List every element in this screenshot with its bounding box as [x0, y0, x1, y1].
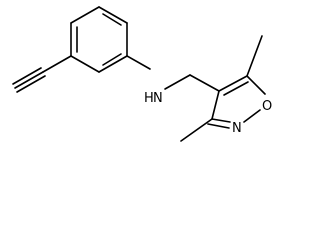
- methyl-groups: [180, 35, 263, 142]
- ethynyl-triple-bond-3: [16, 75, 46, 93]
- c5-methyl-bond: [246, 35, 263, 77]
- methylene-ring-bond: [189, 74, 220, 92]
- nitrogen-methylene-bond: [164, 74, 191, 90]
- isoxazole-n-c3-double: [207, 123, 230, 129]
- c3-methyl-bond: [180, 118, 213, 142]
- aryl-nitrogen-bond: [126, 55, 151, 70]
- isoxazole-c4-c5-bond: [218, 75, 248, 92]
- isoxazole-oxygen-label: O: [262, 99, 272, 114]
- amine-nitrogen-label: N: [153, 91, 163, 106]
- ethynyl-triple-bond-2: [12, 67, 42, 85]
- isoxazole-n-c3-bond: [211, 118, 231, 123]
- isoxazole-nitrogen-label: N: [232, 121, 242, 136]
- amine-linker: H N: [126, 55, 220, 106]
- isoxazole-c5-o-bond: [246, 75, 266, 95]
- chemical-structure-diagram: H N O N: [12, 6, 272, 142]
- isoxazole-c3-c4-bond: [211, 90, 220, 120]
- ethynyl-triple-bond-1: [14, 71, 44, 89]
- benzene-bond-1: [98, 6, 128, 24]
- ethynyl-single-bond: [42, 55, 72, 73]
- isoxazole-c4-c5-double: [223, 81, 249, 96]
- amine-hydrogen-label: H: [144, 91, 154, 106]
- ethynyl-group: [12, 55, 72, 93]
- benzene-bond-3: [98, 55, 128, 73]
- benzene-bond-6: [70, 6, 100, 24]
- benzene-ring: [70, 6, 128, 73]
- isoxazole-ring: O N: [207, 75, 272, 136]
- isoxazole-o-n-bond: [243, 109, 261, 123]
- benzene-double-bond-2: [102, 53, 122, 66]
- benzene-double-bond-1: [102, 13, 122, 26]
- benzene-bond-4: [70, 55, 100, 73]
